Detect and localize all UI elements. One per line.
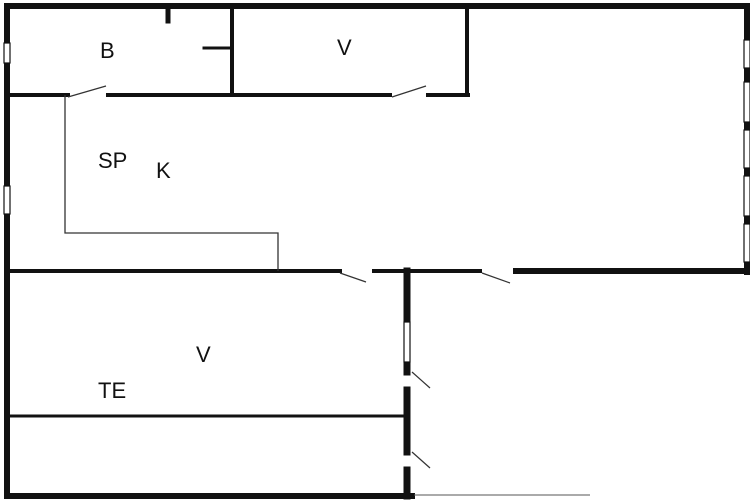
- window-lower-right: [403, 321, 411, 363]
- room-label-kitchen-dining-sp: SP: [98, 148, 127, 173]
- door-bathroom: [67, 85, 107, 98]
- window-left-1: [3, 42, 11, 64]
- door-kitchen-exterior: [481, 272, 511, 284]
- room-label-bedroom-bottom: V: [196, 342, 211, 367]
- door-bedroom-top: [391, 85, 427, 98]
- room-label-bathroom: B: [100, 38, 115, 63]
- door-bedroom-bottom: [339, 272, 367, 283]
- counter-line: [64, 95, 279, 271]
- kitchen-counter-outline: [64, 95, 279, 271]
- room-label-bedroom-top: V: [337, 35, 352, 60]
- window-left-2: [3, 185, 11, 215]
- window-right-3: [743, 129, 750, 169]
- window-right-2: [743, 81, 750, 123]
- interior-walls: [5, 3, 750, 500]
- windows: [3, 39, 750, 363]
- door-lower-right-2: [411, 451, 431, 469]
- room-label-terrace: TE: [98, 378, 126, 403]
- window-right-4: [743, 175, 750, 217]
- doors: [67, 85, 511, 469]
- room-label-kitchen-dining-k: K: [156, 158, 171, 183]
- window-right-1: [743, 39, 750, 69]
- window-right-5: [743, 223, 750, 263]
- door-lower-right-1: [411, 371, 431, 389]
